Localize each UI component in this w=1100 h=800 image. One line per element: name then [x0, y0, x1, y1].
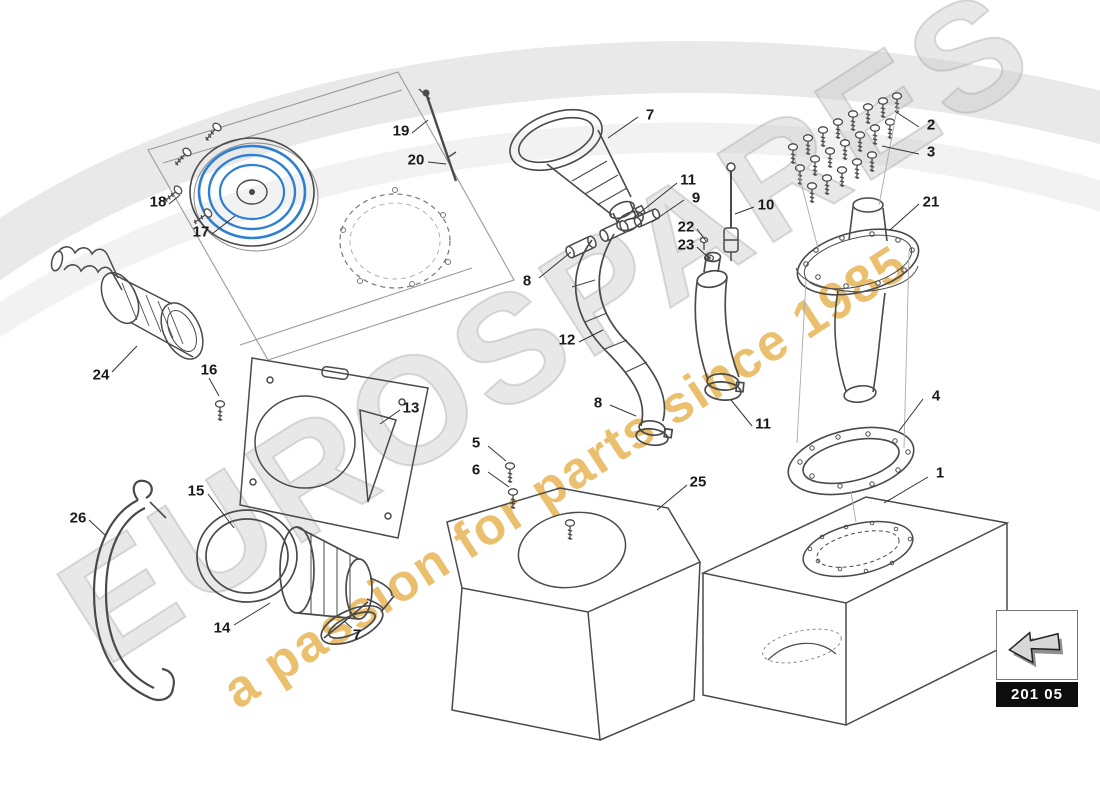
part-15-ring [196, 509, 298, 603]
part-21-filler-pipe [795, 197, 920, 404]
callout-11b[interactable]: 11 [755, 416, 771, 433]
callout-8b[interactable]: 8 [594, 395, 602, 412]
part-23-grommet [703, 254, 715, 262]
part-group-code: 201 05 [996, 682, 1078, 707]
part-12-hose [571, 233, 674, 447]
callout-8a[interactable]: 8 [523, 273, 531, 290]
part-14-pump-assembly [196, 509, 395, 646]
callout-25[interactable]: 25 [690, 474, 707, 491]
part-16-screw [214, 400, 226, 422]
watermark-swoosh [0, 41, 1100, 338]
callout-22[interactable]: 22 [678, 219, 695, 236]
part-24-filter [50, 246, 204, 360]
callout-19[interactable]: 19 [393, 123, 410, 140]
part-group-badge[interactable]: 201 05 [996, 610, 1078, 707]
callout-10[interactable]: 10 [758, 197, 775, 214]
part-17-cap-flange [189, 137, 319, 252]
part-11-clamp-b [704, 381, 745, 401]
callout-5[interactable]: 5 [472, 435, 480, 452]
callout-18[interactable]: 18 [150, 194, 167, 211]
callout-21[interactable]: 21 [923, 194, 940, 211]
callout-23[interactable]: 23 [678, 237, 695, 254]
part-1-tank [700, 496, 1010, 726]
callout-3[interactable]: 3 [927, 144, 935, 161]
part-8-hose-clamp [635, 427, 674, 447]
callout-13[interactable]: 13 [403, 400, 420, 417]
callout-14[interactable]: 14 [214, 620, 231, 637]
callout-numbers: 1 2 3 4 5 6 7 7 8 8 9 10 11 11 12 13 14 … [70, 107, 945, 644]
callout-20[interactable]: 20 [408, 152, 425, 169]
callout-16[interactable]: 16 [201, 362, 218, 379]
part-25-panel [446, 487, 702, 741]
callout-7b[interactable]: 7 [353, 627, 361, 644]
part-19-rod [418, 88, 458, 182]
callout-2[interactable]: 2 [927, 117, 935, 134]
part-22-screw [699, 236, 709, 250]
part-elbow-hose [694, 251, 745, 401]
callout-26[interactable]: 26 [70, 510, 87, 527]
panel-fuel-opening [339, 187, 451, 289]
previous-section-arrow-icon [996, 610, 1078, 680]
callout-6[interactable]: 6 [472, 462, 480, 479]
part-11-clamp-a [616, 204, 646, 232]
callout-7a[interactable]: 7 [646, 107, 654, 124]
callout-11a[interactable]: 11 [680, 172, 696, 189]
assembly-axis-lines [794, 103, 910, 523]
callout-17[interactable]: 17 [193, 224, 210, 241]
callout-24[interactable]: 24 [93, 367, 110, 384]
part-26-strap [92, 479, 175, 702]
callout-4[interactable]: 4 [932, 388, 941, 405]
chassis-panel-outline [147, 71, 515, 361]
callout-leader-lines [88, 111, 929, 629]
part-13-bracket [239, 357, 429, 539]
part-10-valve [723, 162, 739, 261]
part-4-gasket [787, 426, 915, 496]
callout-9[interactable]: 9 [692, 190, 700, 207]
callout-15[interactable]: 15 [188, 483, 205, 500]
callout-12[interactable]: 12 [559, 332, 576, 349]
callout-1[interactable]: 1 [936, 465, 944, 482]
